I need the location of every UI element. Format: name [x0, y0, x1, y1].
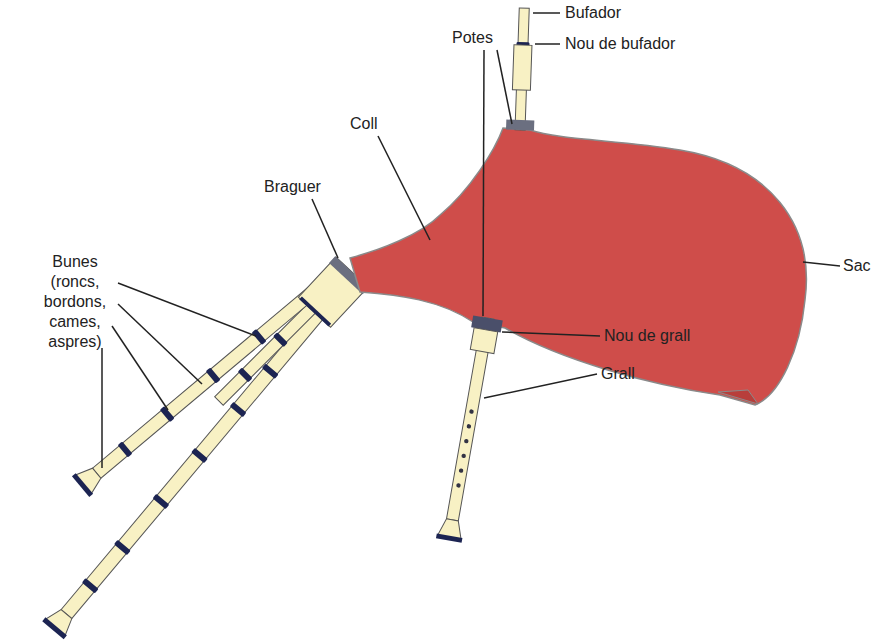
part-label: Nou de bufador — [565, 34, 675, 54]
chanter — [434, 315, 503, 543]
part-label: Potes — [452, 28, 493, 48]
part-label: Sac — [843, 256, 871, 276]
part-label: Coll — [350, 114, 378, 134]
bag — [350, 128, 806, 405]
leader-lines — [102, 13, 840, 468]
bag-corner — [718, 390, 758, 404]
part-label: Bufador — [565, 3, 621, 23]
part-label: Nou de grall — [604, 326, 690, 346]
part-label: Grall — [601, 364, 635, 384]
blowpipe — [506, 8, 538, 131]
part-label: Bunes (roncs, bordons, cames, aspres) — [35, 252, 115, 352]
part-label: Braguer — [264, 177, 321, 197]
